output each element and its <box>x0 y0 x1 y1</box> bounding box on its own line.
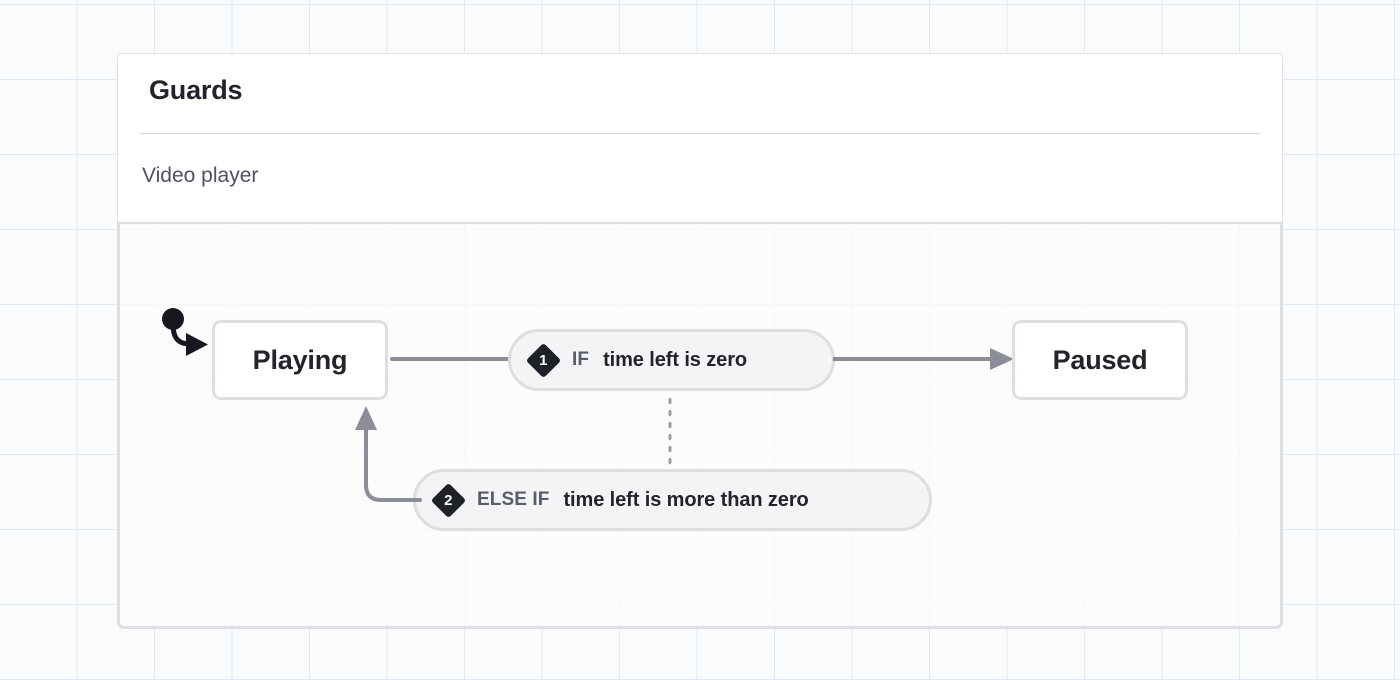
guard-badge-2-number: 2 <box>444 491 453 509</box>
guard-condition-1: time left is zero <box>603 348 747 371</box>
header-divider <box>140 133 1260 134</box>
edge-guard-2-to-playing <box>348 405 428 515</box>
edge-guard-1-to-paused <box>831 338 1015 380</box>
diagram-canvas-panel[interactable] <box>117 222 1283 629</box>
guard-keyword-1: IF <box>572 349 590 370</box>
edge-playing-to-guard-1 <box>390 357 510 361</box>
header-subtitle: Video player <box>142 164 259 187</box>
guard-badge-1-icon: 1 <box>525 342 562 378</box>
page-title: Guards <box>149 75 243 105</box>
guard-badge-1-number: 1 <box>539 351 548 369</box>
guard-pill-2[interactable]: 2 ELSE IF time left is more than zero <box>413 469 932 531</box>
state-node-playing[interactable]: Playing <box>212 320 388 400</box>
state-node-paused[interactable]: Paused <box>1012 320 1188 400</box>
guard-pill-1[interactable]: 1 IF time left is zero <box>508 329 835 391</box>
guard-condition-2: time left is more than zero <box>563 488 809 511</box>
initial-state-marker-icon <box>160 306 218 360</box>
guard-branch-dotted-connector <box>667 395 673 467</box>
guard-keyword-2: ELSE IF <box>477 489 550 510</box>
header-card: Guards Video player <box>117 53 1283 222</box>
guard-badge-2-icon: 2 <box>430 482 467 518</box>
